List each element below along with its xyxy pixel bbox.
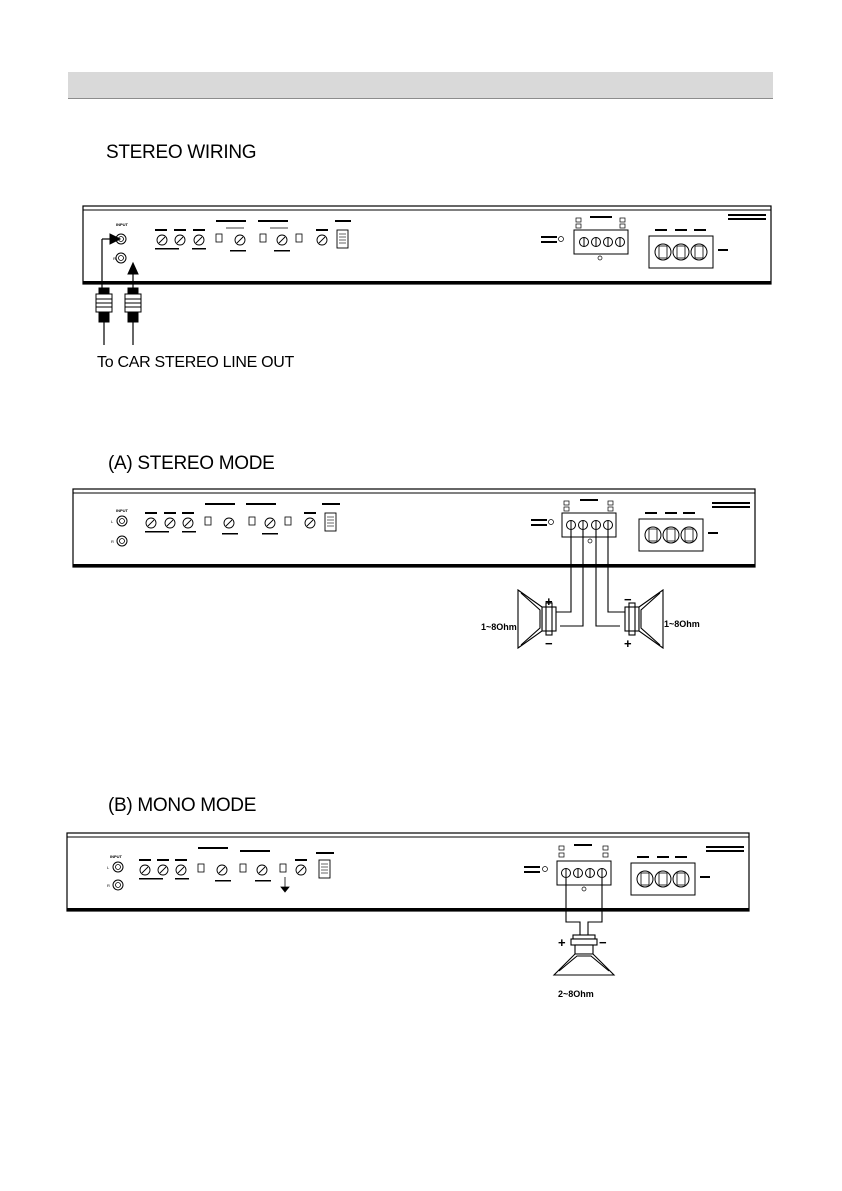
svg-text:R: R [111,539,114,544]
mono-minus-sign: − [599,935,607,950]
impedance-label-mono: 2~8Ohm [558,989,594,999]
svg-text:INPUT: INPUT [110,854,123,859]
impedance-label-left: 1~8Ohm [481,622,517,632]
svg-text:R: R [107,883,110,888]
amplifier-panel-3: INPUT LR [67,833,749,911]
svg-text:R: R [113,256,116,261]
left-minus-sign: − [545,636,553,651]
svg-text:INPUT: INPUT [116,508,129,513]
right-minus-sign: − [624,592,632,607]
mono-plus-sign: + [558,935,566,950]
amplifier-panel-2: INPUT LR [73,489,755,567]
impedance-label-right: 1~8Ohm [664,619,700,629]
right-plus-sign: + [624,636,632,651]
left-plus-sign: + [545,594,553,609]
amplifier-panel-1: INPUT L R [83,206,771,284]
svg-text:INPUT: INPUT [116,222,129,227]
